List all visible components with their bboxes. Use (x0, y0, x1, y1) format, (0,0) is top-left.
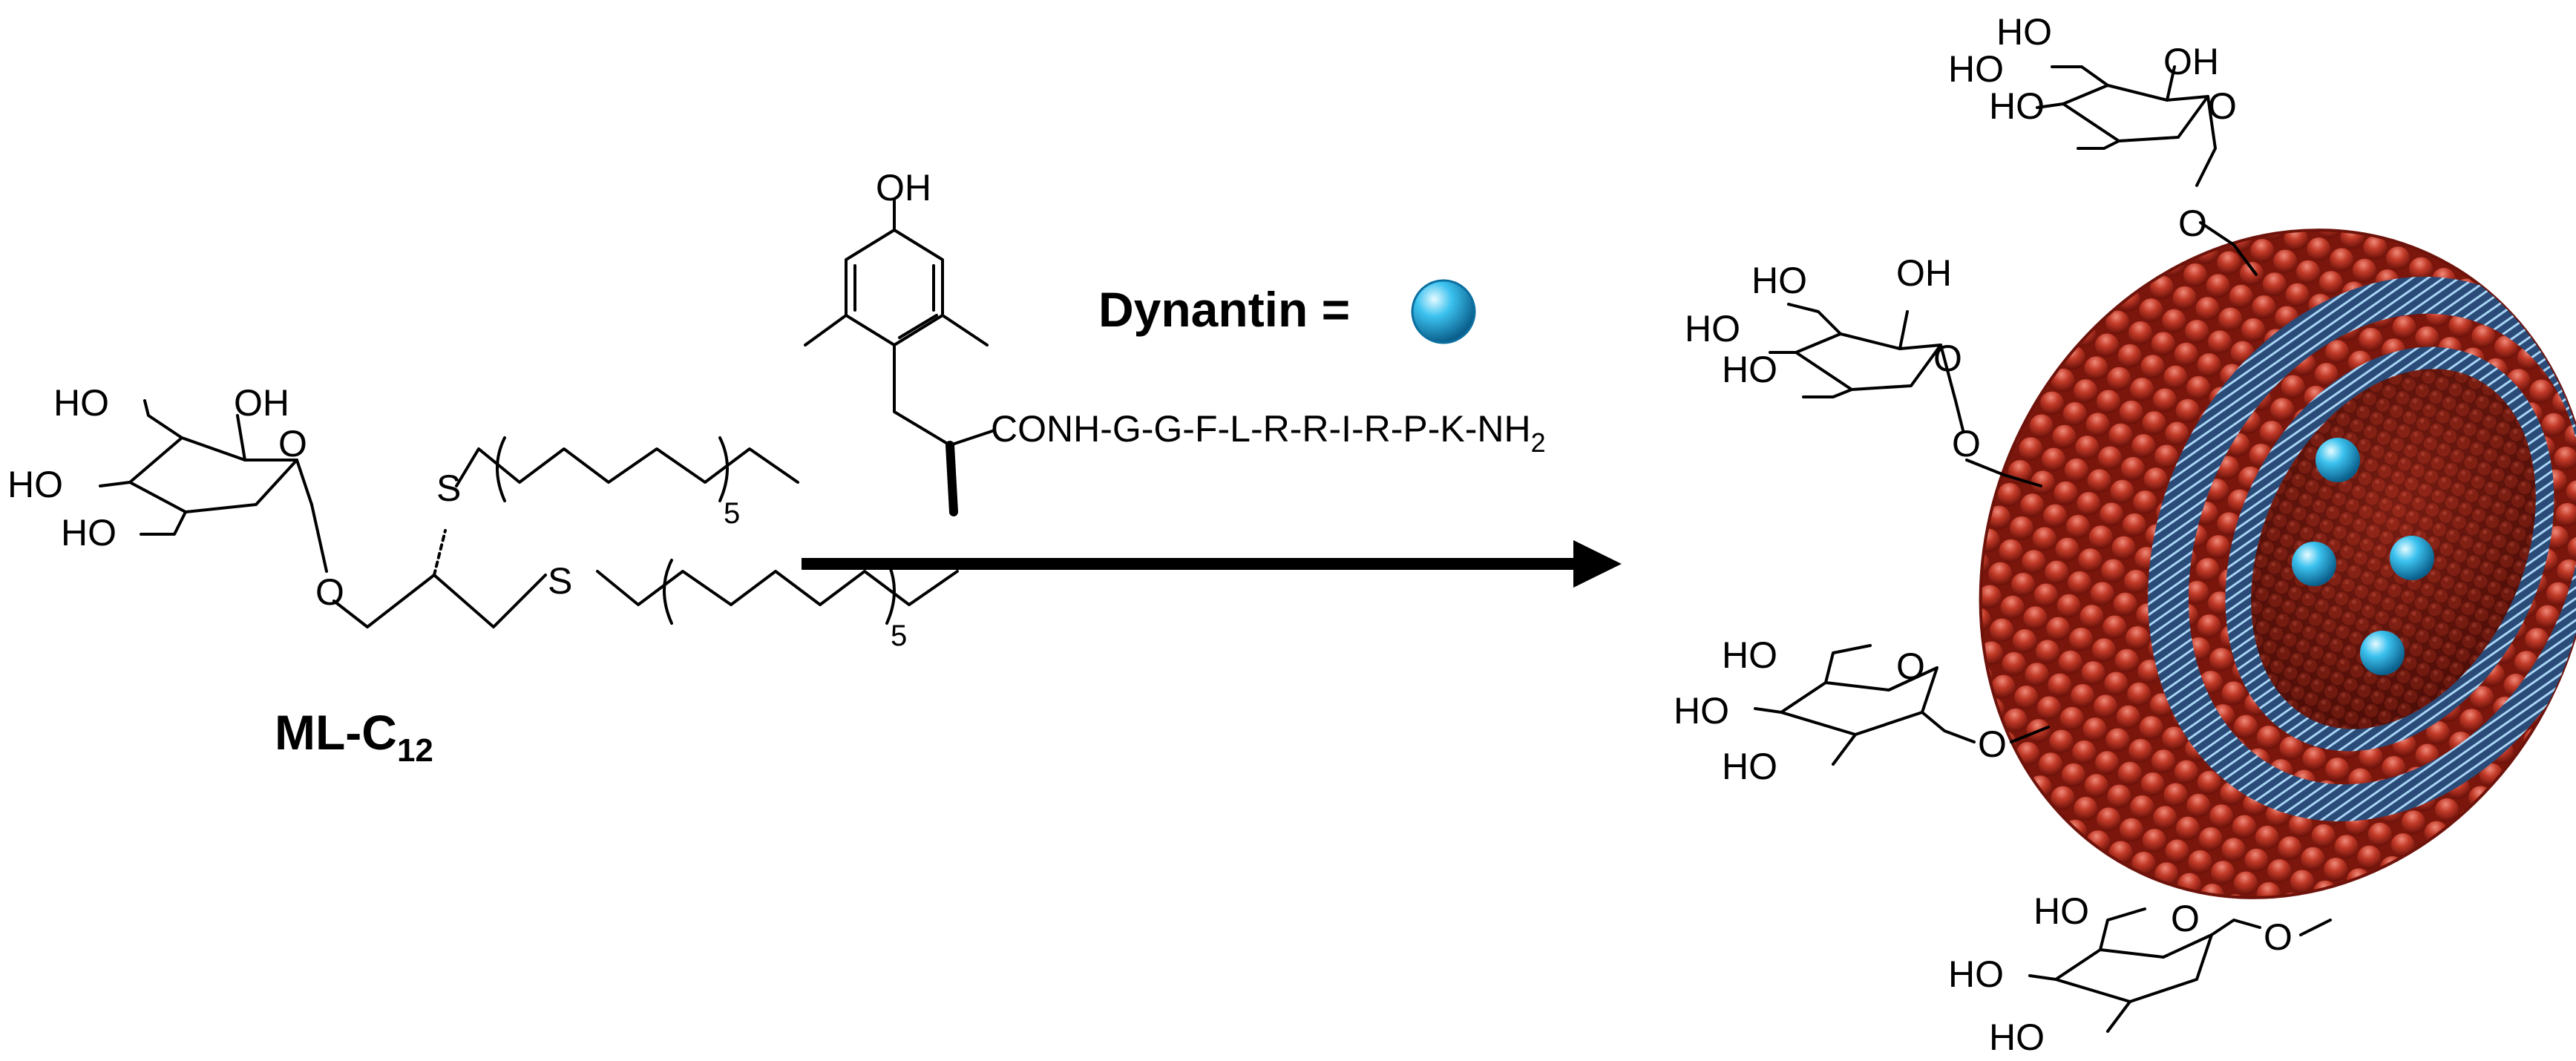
sugar-atom-label: O (2178, 203, 2207, 244)
sugar-atom-label: HO (1989, 1016, 2045, 1058)
sugar-atom-label: HO (1722, 746, 1777, 787)
ring-o-label: O (278, 423, 307, 464)
sugar-atom-label: HO (1948, 953, 2004, 995)
sugar-atom-label: O (2264, 916, 2292, 958)
sugar-atom-label: HO (1996, 11, 2052, 53)
compound-name-label: ML-C12 (275, 705, 433, 769)
payload-sphere (2390, 536, 2434, 580)
repeat-index-lower: 5 (891, 620, 907, 652)
sugar-atom-label: O (1933, 338, 1962, 379)
sugar-atom-label: O (1952, 423, 1981, 464)
glycosidic-o-label: O (315, 571, 344, 613)
sulfur-lower-label: S (548, 560, 572, 602)
sugar-atom-label: HO (1685, 308, 1740, 349)
repeat-index-upper: 5 (724, 497, 740, 530)
sulfur-upper-label: S (436, 467, 461, 509)
surface-sugar-3: HO HO HO O O (1674, 634, 2050, 787)
sugar-atom-label: HO (1948, 48, 2004, 90)
sugar-atom-label: O (2171, 898, 2200, 939)
oh-anomeric-label: OH (234, 382, 289, 424)
sugar-atom-label: HO (1751, 260, 1807, 301)
sugar-atom-label: HO (1722, 349, 1777, 390)
payload-sphere (2360, 631, 2405, 675)
payload-sphere (2316, 438, 2360, 482)
sugar-atom-label: O (1978, 723, 2007, 765)
sugar-atom-label: HO (2033, 890, 2089, 932)
surface-sugar-2: HO HO HO OH O O (1685, 252, 2042, 487)
reaction-arrow (802, 540, 1622, 588)
sugar-atom-label: O (2208, 85, 2237, 127)
ho-low-label: HO (61, 512, 117, 554)
phenol-oh-label: OH (876, 167, 931, 208)
dynantin-legend-sphere (1411, 279, 1476, 344)
surface-sugar-1: HO HO HO OH O O (1948, 11, 2258, 276)
loaded-vesicle (1979, 229, 2576, 899)
sugar-atom-label: OH (1896, 252, 1952, 294)
peptide-sequence-label: CONH-G-G-F-L-R-R-I-R-P-K-NH2 (991, 408, 1546, 458)
surface-sugar-4: HO HO HO O O (1948, 890, 2332, 1058)
dynantin-legend-text: Dynantin = (1098, 282, 1350, 337)
sugar-atom-label: OH (2163, 41, 2219, 82)
sugar-atom-label: HO (1989, 85, 2045, 127)
sugar-atom-label: HO (1722, 634, 1777, 676)
sugar-atom-label: O (1896, 646, 1925, 687)
ml-c12-structure: HO OH HO HO O O S S 5 5 ML-C12 (7, 382, 959, 769)
sugar-atom-label: HO (1674, 690, 1729, 732)
ho-ch2-label: HO (53, 382, 109, 424)
payload-sphere (2292, 542, 2336, 586)
dynantin-reagent: OH CONH-G-G-F-L-R-R-I-R-P-K-NH2 Dynantin… (804, 167, 1546, 516)
ho-mid-label: HO (7, 464, 63, 505)
